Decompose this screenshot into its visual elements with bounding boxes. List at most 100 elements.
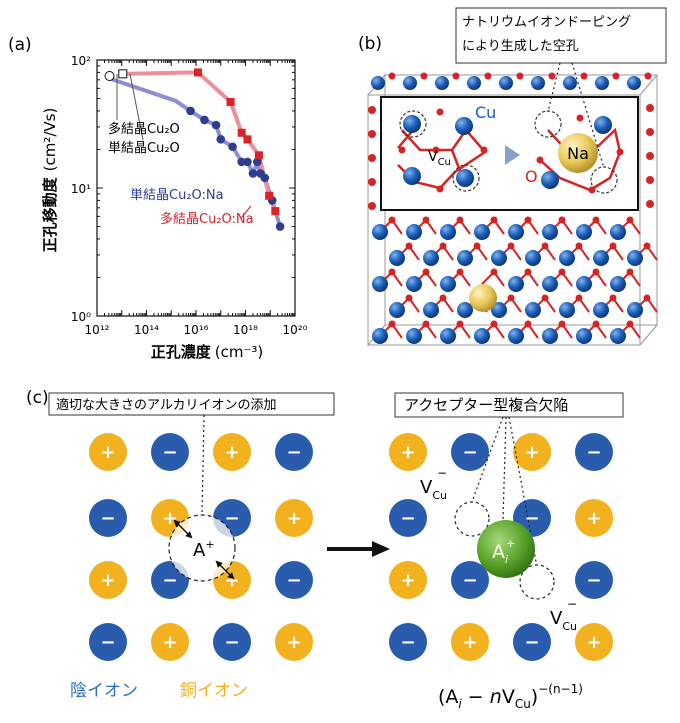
lattice-o-atom <box>575 242 583 250</box>
anion-sign: − <box>462 442 477 463</box>
copper-ion <box>275 499 313 537</box>
copper-ion <box>389 433 427 471</box>
lattice-o-atom <box>439 242 447 250</box>
inset-vcu-label: VCu <box>428 149 451 168</box>
lattice-o-atom <box>558 216 566 224</box>
lattice-o-atom <box>609 242 617 250</box>
x-tick-label: 10¹⁴ <box>134 323 159 337</box>
copper-ion <box>275 623 313 661</box>
panel-c-ions: (c) 適切な大きさのアルカリイオンの添加 アクセプター型複合欠陥 +−+−−+… <box>26 388 624 711</box>
vacancy-circle <box>590 166 618 194</box>
anion <box>513 623 551 661</box>
lattice-cu-atom <box>542 328 558 344</box>
lattice-cu-atom <box>542 276 558 292</box>
lattice-o-atom <box>626 320 634 328</box>
lattice-cu-atom <box>372 276 388 292</box>
lattice-o-atom <box>456 268 464 276</box>
lattice-o-atom <box>516 72 524 80</box>
x-axis-title: 正孔濃度(cm⁻³) <box>151 343 264 361</box>
lattice-o-atom <box>643 242 651 250</box>
lattice-o-atom <box>368 154 376 162</box>
data-point <box>253 157 262 167</box>
lattice-cu-atom <box>372 224 388 240</box>
data-point <box>186 106 195 116</box>
anion <box>151 433 189 471</box>
lattice-cu-atom <box>423 302 439 318</box>
y-axis-title: 正孔移動度(cm²/Vs) <box>41 108 59 253</box>
lattice-o-atom <box>456 216 464 224</box>
anion-sign: − <box>400 632 415 653</box>
lattice-o-atom <box>541 242 549 250</box>
anion <box>389 499 427 537</box>
inset-o-label: O <box>525 167 538 186</box>
left-callout-leader <box>201 414 205 516</box>
lattice-cu-atom <box>372 328 388 344</box>
lattice-o-atom <box>541 294 549 302</box>
lattice-o-atom <box>490 268 498 276</box>
lattice-cu-atom <box>576 224 592 240</box>
lattice-o-atom <box>643 294 651 302</box>
copper-ion-sign: + <box>100 570 115 591</box>
anion <box>575 433 613 471</box>
copper-ion <box>575 623 613 661</box>
copper-ion-sign: + <box>224 442 239 463</box>
lattice-atoms <box>368 72 654 344</box>
lattice-o-atom <box>646 128 654 136</box>
copper-ion <box>89 561 127 599</box>
anion <box>451 433 489 471</box>
strain-arrow-1 <box>173 519 193 539</box>
strain-arrow-2 <box>215 560 235 580</box>
panel-a-label: (a) <box>8 35 32 55</box>
vacancy-upper-label: VCu− <box>420 466 447 502</box>
lattice-o-atom <box>490 320 498 328</box>
anion-sign: − <box>224 508 239 529</box>
lattice-o-atom <box>368 106 376 114</box>
lattice-o-atom <box>592 268 600 276</box>
anion <box>89 623 127 661</box>
lattice-o-atom <box>388 268 396 276</box>
lattice-o-atom <box>456 320 464 328</box>
lattice-o-atom <box>558 268 566 276</box>
copper-ion <box>575 499 613 537</box>
data-point <box>271 207 280 216</box>
anion <box>275 433 313 471</box>
lattice-o-atom <box>388 320 396 328</box>
copper-ion <box>151 623 189 661</box>
anion-sign: − <box>586 442 601 463</box>
vacancy-callout-line-2: により生成した空孔 <box>462 39 579 54</box>
data-point <box>211 120 221 130</box>
copper-ion <box>451 623 489 661</box>
lattice-cu-atom <box>435 76 449 90</box>
vacancy-circle <box>399 110 427 138</box>
x-tick-label: 10¹⁸ <box>233 323 258 337</box>
lattice-o-atom <box>580 72 588 80</box>
data-point <box>265 191 274 200</box>
copper-ion-sign: + <box>400 570 415 591</box>
data-point <box>260 173 270 183</box>
lattice-o-atom <box>439 294 447 302</box>
legend-copper: 銅イオン <box>180 681 248 701</box>
y-tick-label: 10⁰ <box>71 310 91 324</box>
anion-sign: − <box>462 570 477 591</box>
anion-sign: − <box>400 508 415 529</box>
anion-sign: − <box>286 442 301 463</box>
anion-sign: − <box>224 632 239 653</box>
lattice-cu-atom <box>406 276 422 292</box>
legend-anion: 陰イオン <box>70 681 138 701</box>
data-point <box>248 169 258 178</box>
x-tick-label: 10¹² <box>85 323 110 337</box>
leader-poly-na <box>240 205 252 219</box>
vacancy-upper <box>454 501 490 537</box>
panel-b-crystal: (b) ナトリウムイオンドーピング により生成した空孔 <box>358 7 667 346</box>
vacancy-lower-label: VCu− <box>550 597 577 633</box>
lattice-o-atom <box>368 130 376 138</box>
lattice-cu-atom <box>406 328 422 344</box>
inset-na-atom <box>558 133 598 173</box>
anion-sign: − <box>100 632 115 653</box>
lattice-o-atom <box>490 216 498 224</box>
data-point <box>104 70 115 81</box>
lattice-cu-atom <box>531 76 545 90</box>
lattice-cu-atom <box>508 224 524 240</box>
lattice-o-atom <box>507 294 515 302</box>
